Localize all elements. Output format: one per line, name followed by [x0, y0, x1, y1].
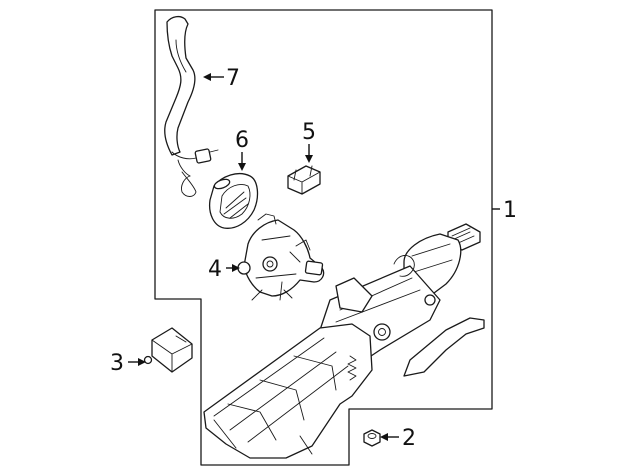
part-2-nut: [363, 429, 381, 447]
callout-2-label: 2: [402, 426, 416, 451]
callout-5: 5: [302, 120, 316, 163]
callout-7-label: 7: [226, 66, 240, 91]
part-1-steering-column: [203, 223, 485, 459]
callout-4-label: 4: [208, 257, 222, 282]
callout-6-label: 6: [235, 128, 249, 153]
callout-6: 6: [235, 128, 249, 171]
part-3-module: [143, 327, 193, 373]
part-6-cover: [208, 172, 259, 229]
part-4-lock-housing: [237, 213, 325, 301]
assembly-outline: [154, 9, 493, 466]
callout-4: 4: [208, 257, 240, 282]
callout-7: 7: [203, 66, 240, 91]
callout-3-label: 3: [110, 351, 124, 376]
part-7-lever: [164, 15, 219, 197]
callout-2: 2: [380, 426, 416, 451]
callout-1: 1: [492, 198, 517, 223]
part-5-clip: [287, 165, 321, 195]
callout-1-label: 1: [503, 198, 517, 223]
callout-5-label: 5: [302, 120, 316, 145]
callout-3: 3: [110, 351, 146, 376]
